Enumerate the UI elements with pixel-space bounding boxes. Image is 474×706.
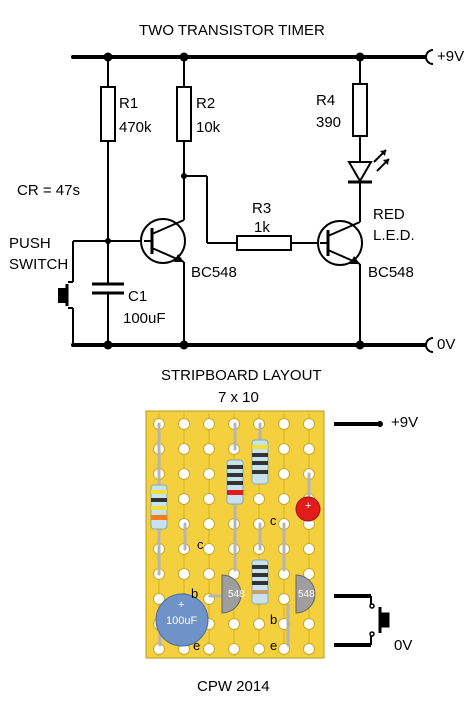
pin-e2: e bbox=[270, 638, 278, 653]
board-hole bbox=[253, 493, 265, 505]
led-label-2: L.E.D. bbox=[373, 227, 415, 244]
cap-plus: + bbox=[178, 599, 185, 611]
board-hole bbox=[278, 593, 290, 605]
stripboard bbox=[145, 410, 325, 659]
c1-name: C1 bbox=[128, 288, 148, 305]
t1-label: 548 bbox=[228, 589, 245, 600]
resistor-r2 bbox=[176, 86, 192, 142]
r3-name: R3 bbox=[252, 200, 272, 217]
board-hole bbox=[153, 593, 165, 605]
led-plus: + bbox=[305, 500, 312, 512]
junction-dots bbox=[103, 52, 365, 350]
layout-push-switch bbox=[369, 603, 390, 637]
resistor-r1 bbox=[100, 86, 116, 142]
board-hole bbox=[303, 443, 315, 455]
board-hole bbox=[203, 543, 215, 555]
board-hole bbox=[203, 418, 215, 430]
supply-terminals bbox=[425, 49, 434, 353]
board-capacitor bbox=[155, 593, 209, 647]
c1-value: 100uF bbox=[123, 310, 166, 327]
layout-supply-pos: +9V bbox=[391, 414, 419, 431]
board-hole bbox=[253, 618, 265, 630]
pin-b2: b bbox=[270, 612, 278, 627]
r1-name: R1 bbox=[119, 95, 139, 112]
t2-label: 548 bbox=[298, 589, 315, 600]
resistor-r3 bbox=[236, 235, 292, 251]
board-hole bbox=[278, 443, 290, 455]
footer-credit: CPW 2014 bbox=[197, 678, 270, 695]
board-hole bbox=[303, 643, 315, 655]
board-hole bbox=[278, 643, 290, 655]
board-resistor-r4 bbox=[251, 439, 269, 485]
layout-title: STRIPBOARD LAYOUT bbox=[161, 367, 322, 384]
board-hole bbox=[178, 468, 190, 480]
cap-label: 100uF bbox=[166, 615, 198, 627]
schematic-supply-pos: +9V bbox=[437, 48, 465, 65]
transistor-q2 bbox=[317, 220, 363, 266]
r4-name: R4 bbox=[316, 92, 336, 109]
board-hole bbox=[178, 568, 190, 580]
board-hole bbox=[253, 643, 265, 655]
schematic-supply-neg: 0V bbox=[437, 336, 456, 353]
r2-value: 10k bbox=[196, 119, 221, 136]
board-resistor-r3 bbox=[251, 559, 269, 605]
r2-name: R2 bbox=[196, 95, 216, 112]
push-switch-label-2: SWITCH bbox=[9, 256, 69, 273]
board-transistor-2 bbox=[295, 574, 316, 614]
board-hole bbox=[203, 443, 215, 455]
r3-value: 1k bbox=[254, 219, 270, 236]
board-resistor-r1 bbox=[150, 484, 168, 530]
led-symbol bbox=[347, 149, 390, 184]
pin-c1: c bbox=[197, 537, 204, 552]
r4-value: 390 bbox=[316, 114, 342, 131]
q2-type: BC548 bbox=[368, 264, 414, 281]
board-hole bbox=[178, 443, 190, 455]
resistor-r4 bbox=[352, 83, 368, 137]
push-switch bbox=[58, 281, 73, 309]
board-hole bbox=[203, 568, 215, 580]
r1-value: 470k bbox=[119, 119, 152, 136]
schematic-title: TWO TRANSISTOR TIMER bbox=[139, 22, 325, 39]
pin-b1: b bbox=[191, 586, 199, 601]
board-hole bbox=[178, 418, 190, 430]
board-hole bbox=[278, 418, 290, 430]
pin-c2: c bbox=[270, 513, 277, 528]
board-resistor-r2 bbox=[226, 459, 244, 505]
led-label-1: RED bbox=[373, 206, 405, 223]
layout-size: 7 x 10 bbox=[218, 389, 259, 406]
q1-type: BC548 bbox=[191, 264, 237, 281]
board-hole bbox=[178, 493, 190, 505]
pin-e1: e bbox=[193, 638, 201, 653]
board-transistor-1 bbox=[221, 574, 242, 614]
layout-supply-neg: 0V bbox=[394, 637, 413, 654]
board-led bbox=[295, 496, 321, 522]
board-hole bbox=[303, 618, 315, 630]
board-hole bbox=[203, 493, 215, 505]
layout-supply bbox=[334, 422, 390, 647]
push-switch-label-1: PUSH bbox=[9, 235, 51, 252]
cr-note: CR = 47s bbox=[17, 182, 80, 199]
board-hole bbox=[303, 418, 315, 430]
board-hole bbox=[303, 543, 315, 555]
board-hole bbox=[203, 468, 215, 480]
board-hole bbox=[278, 493, 290, 505]
board-hole bbox=[228, 618, 240, 630]
board-hole bbox=[278, 468, 290, 480]
board-hole bbox=[228, 643, 240, 655]
board-hole bbox=[203, 518, 215, 530]
board-hole bbox=[203, 643, 215, 655]
